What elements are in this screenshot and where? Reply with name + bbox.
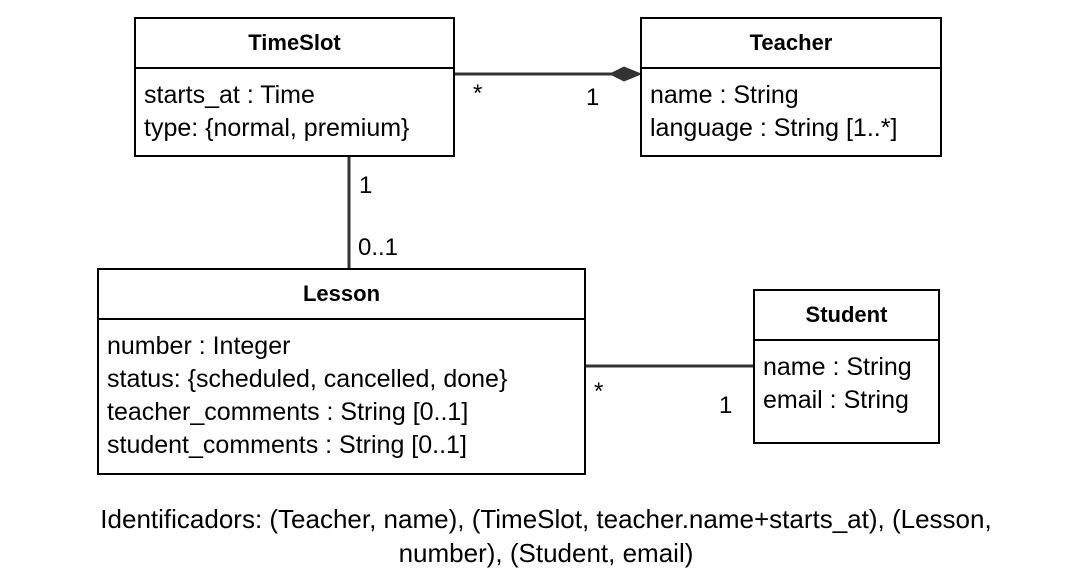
class-lesson-attribute: teacher_comments : String [0..1] — [107, 398, 469, 426]
class-timeslot-attribute: type: {normal, premium} — [144, 114, 410, 142]
class-timeslot-name: TimeSlot — [136, 19, 453, 69]
class-student-attribute: name : String — [763, 353, 912, 381]
class-lesson-attribute: status: {scheduled, cancelled, done} — [107, 365, 508, 393]
class-teacher-attributes: name : String language : String [1..*] — [642, 69, 940, 145]
class-student-attribute: email : String — [763, 386, 909, 414]
multiplicity-lesson-student-one: 1 — [719, 392, 733, 419]
identifiers-footnote-line: Identificadors: (Teacher, name), (TimeSl… — [100, 504, 992, 534]
class-lesson-name: Lesson — [99, 270, 584, 320]
class-student-name: Student — [755, 291, 938, 341]
multiplicity-timeslot-lesson-one: 1 — [359, 172, 373, 199]
class-timeslot-attributes: starts_at : Time type: {normal, premium} — [136, 69, 453, 145]
identifiers-footnote: Identificadors: (Teacher, name), (TimeSl… — [0, 502, 1092, 570]
class-teacher-attribute: language : String [1..*] — [650, 114, 898, 142]
class-lesson-attribute: number : Integer — [107, 332, 291, 360]
multiplicity-timeslot-teacher-one: 1 — [586, 84, 600, 111]
multiplicity-lesson-student-many: * — [594, 378, 604, 405]
class-student: Student name : String email : String — [753, 289, 940, 444]
identifiers-footnote-line: number), (Student, email) — [398, 538, 694, 568]
class-student-attributes: name : String email : String — [755, 341, 938, 417]
class-lesson: Lesson number : Integer status: {schedul… — [97, 268, 586, 475]
class-timeslot: TimeSlot starts_at : Time type: {normal,… — [134, 17, 455, 157]
class-lesson-attribute: student_comments : String [0..1] — [107, 431, 467, 459]
class-teacher-name: Teacher — [642, 19, 940, 69]
multiplicity-timeslot-lesson-zero-one: 0..1 — [358, 234, 399, 261]
class-timeslot-attribute: starts_at : Time — [144, 81, 315, 109]
class-teacher: Teacher name : String language : String … — [640, 17, 942, 157]
multiplicity-timeslot-teacher-many: * — [473, 80, 483, 107]
class-lesson-attributes: number : Integer status: {scheduled, can… — [99, 320, 584, 462]
class-teacher-attribute: name : String — [650, 81, 799, 109]
composition-diamond-icon — [608, 66, 643, 82]
